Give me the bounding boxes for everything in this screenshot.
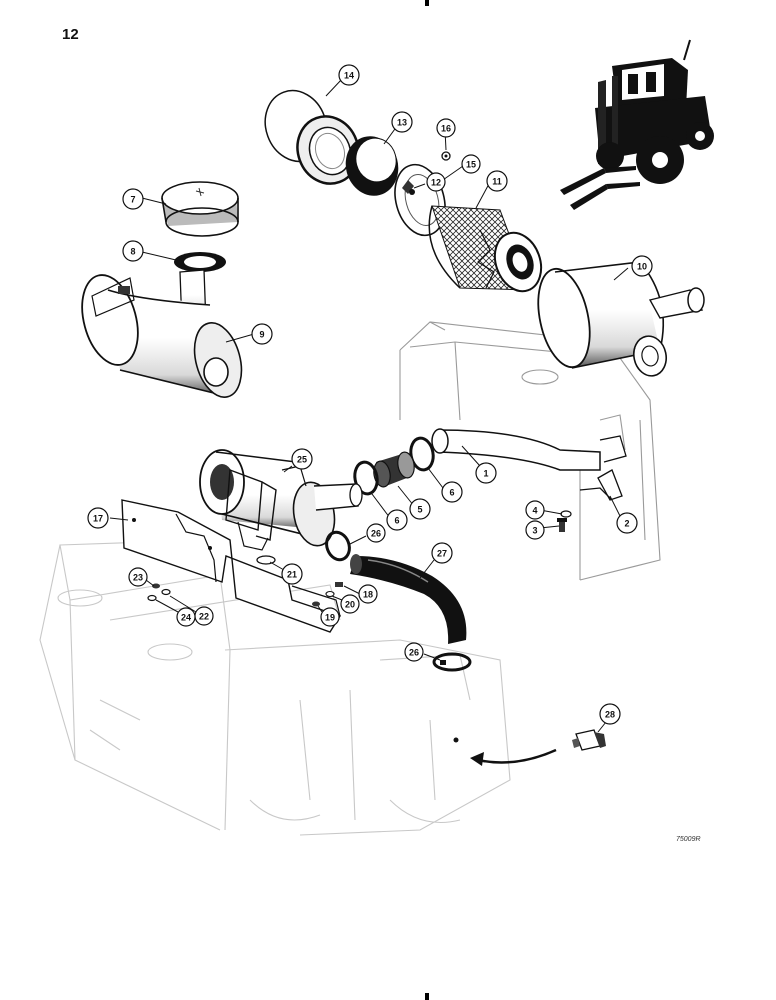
callout-3: 3 xyxy=(525,520,545,540)
svg-text:16: 16 xyxy=(441,124,451,134)
svg-text:15: 15 xyxy=(466,160,476,170)
svg-text:25: 25 xyxy=(297,455,307,465)
callout-2: 2 xyxy=(616,512,638,534)
part-23-nut xyxy=(152,583,160,589)
callout-27: 27 xyxy=(431,542,453,564)
callout-25: 25 xyxy=(291,448,313,470)
part-27-hose xyxy=(350,554,467,644)
part-26-clamp-lower xyxy=(432,652,472,672)
svg-text:19: 19 xyxy=(325,613,335,623)
callout-23: 23 xyxy=(128,567,148,587)
callout-18: 18 xyxy=(358,584,378,604)
part-16-nut xyxy=(441,151,451,161)
svg-text:1: 1 xyxy=(483,469,488,479)
part-12-wing-nut xyxy=(402,180,415,195)
part-6-clamp-left xyxy=(353,460,379,496)
part-20-washer xyxy=(325,590,335,598)
svg-text:12: 12 xyxy=(431,178,441,188)
svg-text:18: 18 xyxy=(363,590,373,600)
svg-text:5: 5 xyxy=(417,505,422,515)
part-11-filter-element xyxy=(428,205,543,293)
svg-text:23: 23 xyxy=(133,573,143,583)
part-21-gasket xyxy=(256,555,276,565)
part-3-bolt xyxy=(557,518,567,532)
callout-24: 24 xyxy=(176,607,196,627)
callout-17: 17 xyxy=(87,507,109,529)
callout-13: 13 xyxy=(391,111,413,133)
part-22-washer xyxy=(161,588,171,596)
callout-1: 1 xyxy=(475,462,497,484)
part-19-nut xyxy=(312,601,320,607)
svg-text:28: 28 xyxy=(605,710,615,720)
part-26-clamp-upper xyxy=(325,530,351,562)
page-number: 12 xyxy=(62,26,79,43)
part-9-housing xyxy=(81,269,243,398)
callout-6-left: 6 xyxy=(386,509,408,531)
svg-text:14: 14 xyxy=(344,71,354,81)
svg-text:3: 3 xyxy=(532,526,537,536)
callout-4: 4 xyxy=(525,500,545,520)
svg-text:13: 13 xyxy=(397,118,407,128)
callout-14: 14 xyxy=(338,64,360,86)
callout-15: 15 xyxy=(461,154,481,174)
svg-text:22: 22 xyxy=(199,612,209,622)
callout-16: 16 xyxy=(436,118,456,138)
svg-text:17: 17 xyxy=(93,514,103,524)
callout-11: 11 xyxy=(486,170,508,192)
callout-10: 10 xyxy=(631,255,653,277)
part-10-housing xyxy=(537,261,705,377)
svg-text:26: 26 xyxy=(409,648,419,658)
callout-28: 28 xyxy=(599,703,621,725)
part-14-cover xyxy=(264,89,360,185)
part-17-mounting-plate xyxy=(121,499,342,633)
svg-text:20: 20 xyxy=(345,600,355,610)
callout-5: 5 xyxy=(409,498,431,520)
svg-text:10: 10 xyxy=(637,262,647,272)
part-18-bolt xyxy=(335,582,343,587)
svg-text:4: 4 xyxy=(532,506,537,516)
radiator-shroud-ghost xyxy=(399,321,661,581)
callout-9: 9 xyxy=(251,323,273,345)
svg-text:6: 6 xyxy=(394,516,399,526)
callout-6-right: 6 xyxy=(441,481,463,503)
callout-26-lower: 26 xyxy=(404,642,424,662)
part-2-bracket xyxy=(579,469,623,501)
svg-text:11: 11 xyxy=(492,177,502,187)
svg-text:7: 7 xyxy=(130,195,135,205)
engine-block-ghost xyxy=(39,539,511,836)
leader-lines xyxy=(109,78,629,733)
part-8-gasket xyxy=(174,252,226,272)
svg-text:2: 2 xyxy=(624,519,629,529)
part-4-washer xyxy=(560,510,572,518)
callout-22: 22 xyxy=(194,606,214,626)
top-edge-mark xyxy=(425,0,429,6)
svg-text:26: 26 xyxy=(371,529,381,539)
callout-21: 21 xyxy=(281,563,303,585)
forklift-icon xyxy=(560,39,714,210)
bottom-edge-mark xyxy=(425,993,429,1000)
part-25-air-cleaner xyxy=(199,449,363,551)
callout-20: 20 xyxy=(340,594,360,614)
svg-text:9: 9 xyxy=(259,330,264,340)
part-13-gasket xyxy=(345,136,399,196)
figure-reference-code: 75009R xyxy=(676,836,701,843)
callout-12: 12 xyxy=(426,172,446,192)
svg-text:21: 21 xyxy=(287,570,297,580)
svg-text:27: 27 xyxy=(437,549,447,559)
callout-7: 7 xyxy=(122,188,144,210)
svg-text:6: 6 xyxy=(449,488,454,498)
svg-text:8: 8 xyxy=(130,247,135,257)
svg-text:24: 24 xyxy=(181,613,191,623)
part-24-washer xyxy=(147,594,157,602)
callout-26-upper: 26 xyxy=(366,523,386,543)
callout-8: 8 xyxy=(122,240,144,262)
location-arrow xyxy=(453,737,557,766)
part-28-fitting xyxy=(572,729,606,751)
part-7-cap xyxy=(161,181,239,237)
part-1-intake-tube xyxy=(431,428,627,471)
callout-19: 19 xyxy=(320,607,340,627)
